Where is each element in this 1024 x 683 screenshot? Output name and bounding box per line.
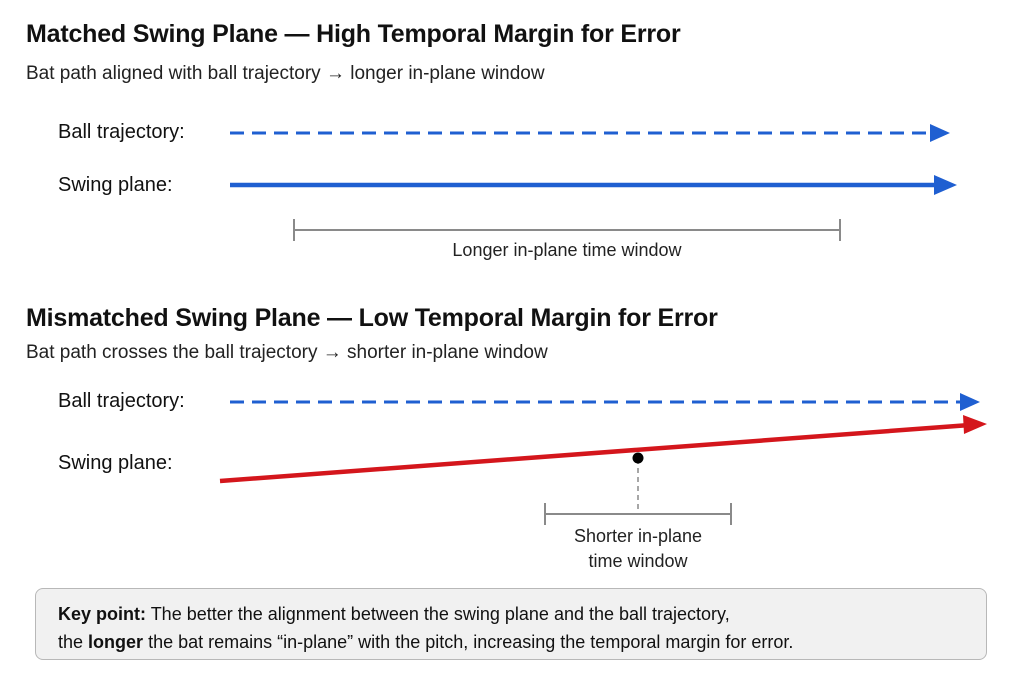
- mismatched-swing-label: Swing plane:: [58, 452, 173, 474]
- key-point-post: the bat remains “in-plane” with the pitc…: [148, 632, 794, 652]
- intersection-point: [632, 452, 644, 464]
- mismatched-ball-label: Ball trajectory:: [58, 390, 185, 412]
- mismatched-title: Mismatched Swing Plane — Low Temporal Ma…: [26, 304, 718, 332]
- key-point-lead: Key point:: [58, 604, 146, 624]
- key-point-emphasis: longer: [88, 632, 144, 652]
- matched-swing-plane-arrow: [230, 175, 957, 195]
- mismatched-window-label: Shorter in-plane time window: [538, 524, 738, 574]
- key-point-text1: The better the alignment between the swi…: [150, 604, 730, 624]
- matched-swing-label: Swing plane:: [58, 174, 173, 196]
- key-point-line1: Key point: The better the alignment betw…: [58, 600, 964, 628]
- matched-subtitle: Bat path aligned with ball trajectory → …: [26, 63, 545, 84]
- mismatched-ball-trajectory-arrow: [230, 393, 980, 411]
- matched-window-label: Longer in-plane time window: [452, 240, 682, 260]
- matched-window-bracket: [293, 219, 841, 241]
- matched-title: Matched Swing Plane — High Temporal Marg…: [26, 20, 681, 48]
- matched-ball-label: Ball trajectory:: [58, 121, 185, 143]
- mismatched-swing-plane-arrow: [219, 415, 987, 484]
- mismatched-window-label-line1: Shorter in-plane: [573, 526, 703, 546]
- key-point-line2: the longer the bat remains “in-plane” wi…: [58, 628, 964, 656]
- matched-ball-trajectory-arrow: [230, 124, 950, 142]
- mismatched-window-label-line2: time window: [588, 551, 688, 571]
- key-point-box: Key point: The better the alignment betw…: [35, 588, 987, 660]
- mismatched-subtitle: Bat path crosses the ball trajectory → s…: [26, 342, 548, 363]
- mismatched-window-bracket: [544, 503, 732, 525]
- key-point-pre: the: [58, 632, 84, 652]
